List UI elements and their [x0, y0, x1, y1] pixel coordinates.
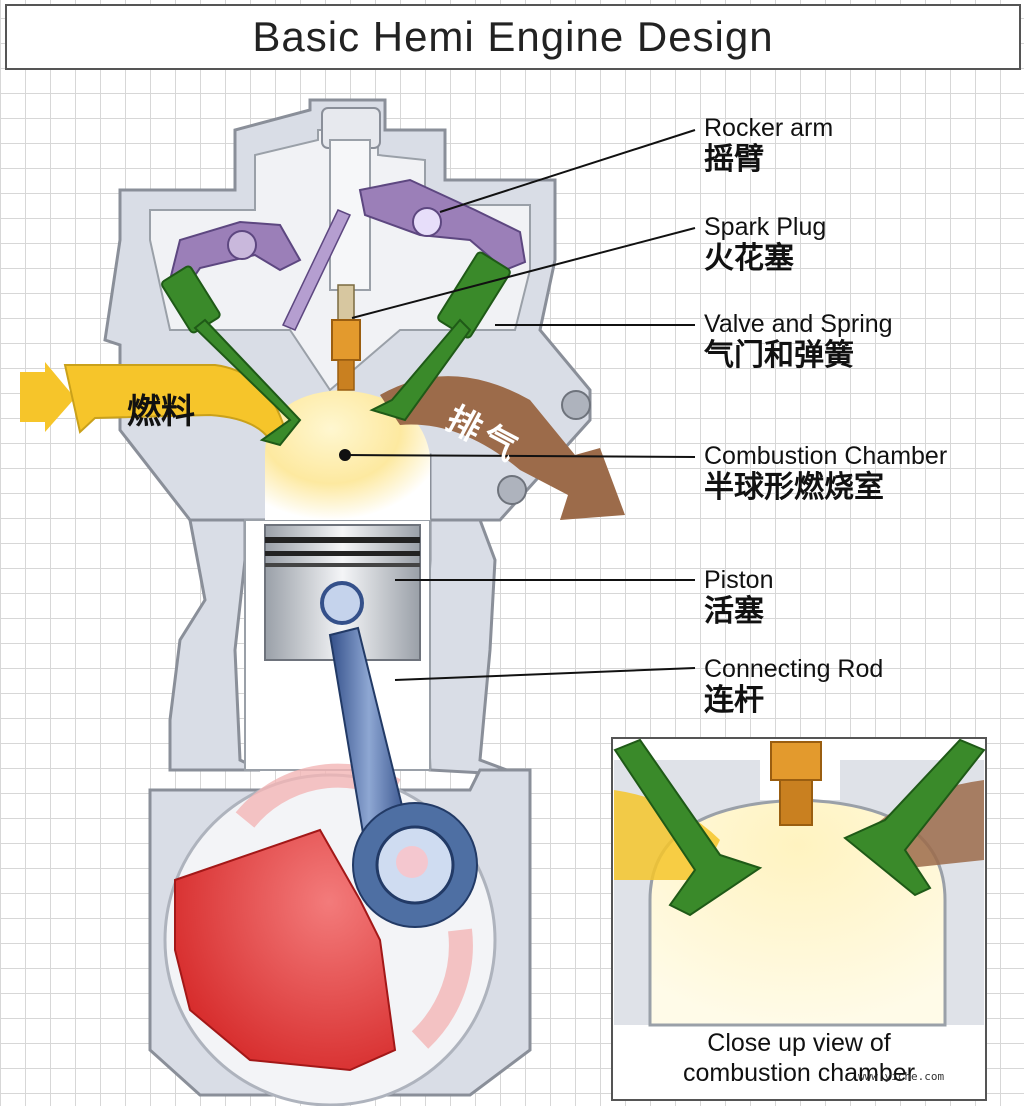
label-zh: 火花塞 [704, 242, 794, 275]
inset-caption: Close up view of combustion chamber [614, 1028, 984, 1098]
label-en: Piston [704, 566, 774, 594]
fuel-label: 燃料 [127, 393, 195, 431]
connecting-rod [328, 626, 478, 928]
label-combustion-chamber: Combustion Chamber 半球形燃烧室 [704, 441, 947, 505]
label-spark-plug: Spark Plug 火花塞 [704, 212, 826, 276]
label-en: Combustion Chamber [704, 442, 948, 470]
label-en: Rocker arm [704, 114, 834, 142]
title-bar: Basic Hemi Engine Design [5, 4, 1021, 70]
label-zh: 气门和弹簧 [704, 339, 854, 372]
leader-lines [339, 129, 696, 681]
label-zh: 连杆 [704, 684, 764, 717]
label-zh: 活塞 [704, 595, 764, 628]
rocker-arm-left [168, 220, 302, 292]
label-connecting-rod: Connecting Rod 连杆 [704, 654, 883, 718]
label-en: Valve and Spring [704, 310, 893, 338]
label-en: Connecting Rod [704, 655, 884, 683]
exhaust-arrow [380, 376, 625, 520]
label-piston: Piston 活塞 [704, 565, 773, 629]
rocker-arm-right [358, 178, 527, 272]
label-valve-and-spring: Valve and Spring 气门和弹簧 [704, 309, 893, 373]
inset-caption-line2: combustion chamber [682, 1059, 916, 1087]
crank-counterweight [174, 828, 397, 1072]
label-zh: 摇臂 [704, 143, 764, 176]
spark-plug [331, 284, 361, 391]
valve-right [369, 251, 511, 422]
label-en: Spark Plug [704, 213, 827, 241]
watermark: www.yiche.com [858, 1070, 945, 1083]
diagram-title: Basic Hemi Engine Design [252, 13, 774, 60]
label-zh: 半球形燃烧室 [704, 471, 884, 504]
crankcase [148, 763, 532, 1106]
inset-caption-line1: Close up view of [707, 1029, 891, 1057]
pushrod [281, 209, 352, 331]
valve-left [161, 265, 302, 447]
label-rocker-arm: Rocker arm 摇臂 [704, 113, 833, 177]
